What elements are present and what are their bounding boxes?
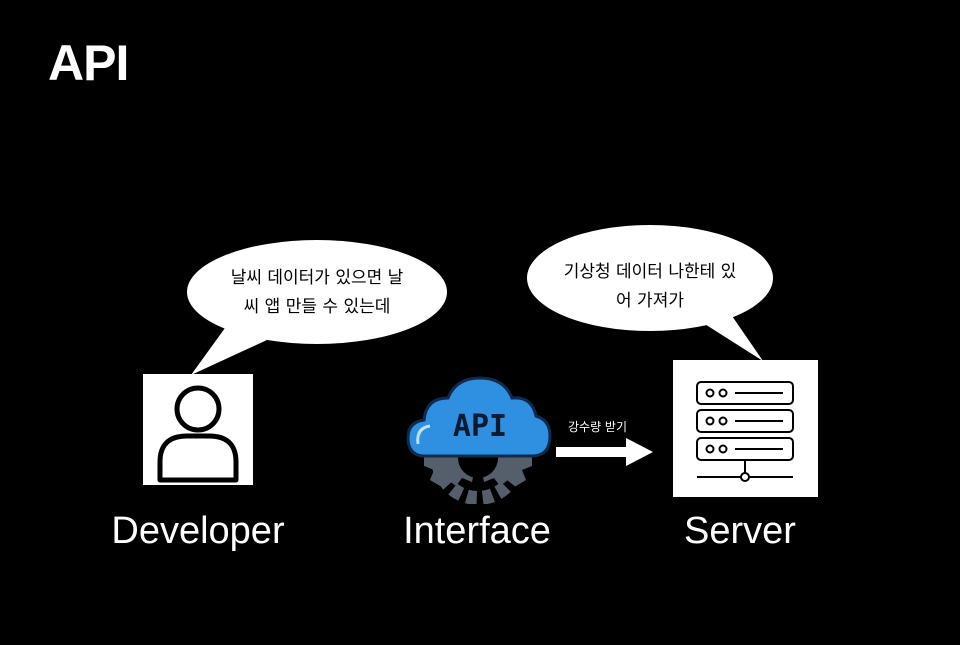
developer-speech-line-1: 날씨 데이터가 있으면 날 xyxy=(230,268,404,288)
server-label: Server xyxy=(684,510,796,552)
server-icon xyxy=(696,381,794,482)
developer-speech-text: 날씨 데이터가 있으면 날 씨 앱 만들 수 있는데 xyxy=(200,264,434,322)
developer-speech-bubble xyxy=(187,240,447,375)
server-speech-bubble xyxy=(527,225,773,361)
arrow-right-icon xyxy=(556,438,653,466)
arrow-label: 강수량 받기 xyxy=(568,420,628,434)
server-speech-line-2: 어 가져가 xyxy=(616,291,684,311)
developer-box xyxy=(143,374,253,485)
developer-speech-line-2: 씨 앱 만들 수 있는데 xyxy=(243,297,391,317)
api-cloud-gear-icon: API xyxy=(406,376,552,504)
user-icon xyxy=(157,385,239,483)
developer-label: Developer xyxy=(111,510,285,552)
server-box xyxy=(673,360,818,497)
interface-label: Interface xyxy=(403,510,551,552)
server-speech-text: 기상청 데이터 나한테 있 어 가져가 xyxy=(537,258,763,316)
cloud-api-text: API xyxy=(453,409,507,444)
server-speech-line-1: 기상청 데이터 나한테 있 xyxy=(563,262,737,282)
page-title: API xyxy=(48,35,129,91)
cloud-icon xyxy=(406,376,552,458)
